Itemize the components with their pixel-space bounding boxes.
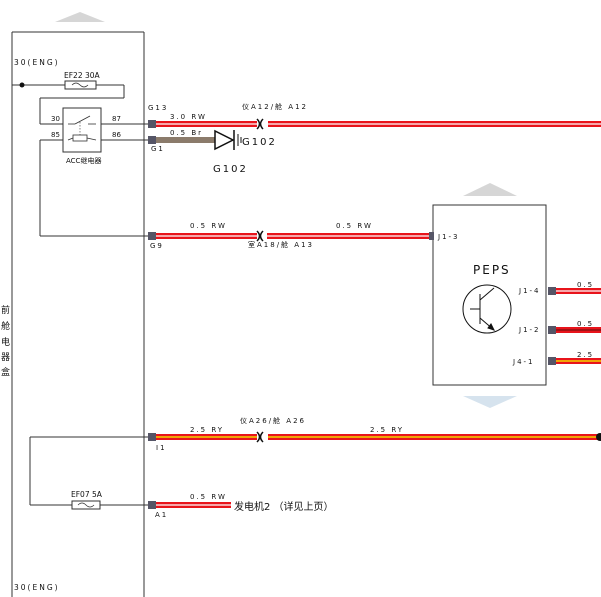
wire-peps-out3[interactable] — [555, 358, 601, 364]
peps-module — [432, 204, 547, 386]
relay-pin-87: 87 — [112, 115, 121, 123]
pin-a1: A1 — [155, 511, 168, 519]
side-label-char: 器 — [1, 352, 10, 363]
peps-out3-spec: 2.5 — [577, 351, 594, 359]
fuse-icon — [77, 502, 95, 508]
junction-dot — [19, 82, 25, 88]
wire-0-5-br[interactable] — [155, 137, 215, 143]
side-label-char: 电 — [1, 336, 10, 348]
wire4-end-dot — [596, 433, 601, 441]
wire1-spec: 3.0 RW — [170, 113, 207, 121]
peps-pin-out1: J1-4 — [518, 287, 541, 295]
fuse-ef07-label: EF07 5A — [71, 490, 103, 499]
wire-peps-out2[interactable] — [555, 327, 601, 333]
wire-peps-out1[interactable] — [555, 288, 601, 294]
fuse-icon — [71, 82, 89, 88]
ground-diode-icon — [214, 129, 242, 151]
pin-g9: G9 — [150, 242, 164, 250]
peps-up-arrow-icon — [463, 183, 517, 196]
ground-label-inline: G102 — [242, 137, 277, 148]
wire-2-5-ry[interactable] — [155, 434, 598, 440]
peps-pin-out3: J4-1 — [512, 358, 535, 366]
side-label-char: 前 — [1, 304, 10, 316]
wire-0-5-rw-peps[interactable] — [155, 233, 429, 239]
wire5-spec: 0.5 RW — [190, 493, 227, 501]
peps-pin-in: J1-3 — [437, 233, 460, 241]
pin-g13: G13 — [148, 104, 168, 112]
side-label-char: 舱 — [1, 320, 10, 332]
fuse-ef22-label: EF22 30A — [64, 71, 101, 80]
peps-out1-spec: 0.5 — [577, 281, 594, 289]
wire4-spec-right: 2.5 RY — [370, 426, 404, 434]
acc-relay — [62, 107, 102, 153]
wire3-spec-right: 0.5 RW — [336, 222, 373, 230]
wire3-spec-left: 0.5 RW — [190, 222, 227, 230]
wire5-destination: 发电机2 （详见上页） — [234, 500, 334, 513]
peps-out2-spec: 0.5 — [577, 320, 594, 328]
ground-label: G102 — [213, 164, 248, 175]
wire4-connector: 仪A26/舱 A26 — [240, 416, 306, 425]
transistor-icon — [462, 284, 512, 334]
relay-pin-86: 86 — [112, 131, 121, 139]
relay-name: ACC继电器 — [66, 156, 101, 165]
peps-pin-out2: J1-2 — [518, 326, 541, 334]
peps-name: PEPS — [473, 263, 511, 277]
page-up-arrow-icon — [55, 12, 105, 22]
pin-i1: I1 — [156, 444, 167, 452]
peps-down-arrow-icon — [463, 396, 517, 408]
wire4-spec-left: 2.5 RY — [190, 426, 224, 434]
bus-lines — [12, 84, 149, 506]
inline-connectors — [256, 118, 264, 443]
side-label-char: 盒 — [1, 366, 10, 378]
fuse-box — [11, 31, 145, 597]
wire2-spec: 0.5 Br — [170, 129, 203, 137]
side-label: 前 舱 电 器 盒 — [1, 304, 10, 378]
box-label-top: 30(ENG) — [14, 58, 60, 67]
wire1-connector: 仪A12/舱 A12 — [242, 102, 308, 111]
relay-pin-30: 30 — [51, 115, 60, 123]
relay-pin-85: 85 — [51, 131, 60, 139]
wire-0-5-rw-gen[interactable] — [155, 502, 231, 508]
connector-blocks — [148, 120, 556, 509]
wire-3-0-rw[interactable] — [155, 121, 601, 127]
pin-g1: G1 — [151, 145, 165, 153]
box-label-bottom: 30(ENG) — [14, 583, 60, 592]
wire3-connector: 室A18/舱 A13 — [248, 240, 314, 249]
